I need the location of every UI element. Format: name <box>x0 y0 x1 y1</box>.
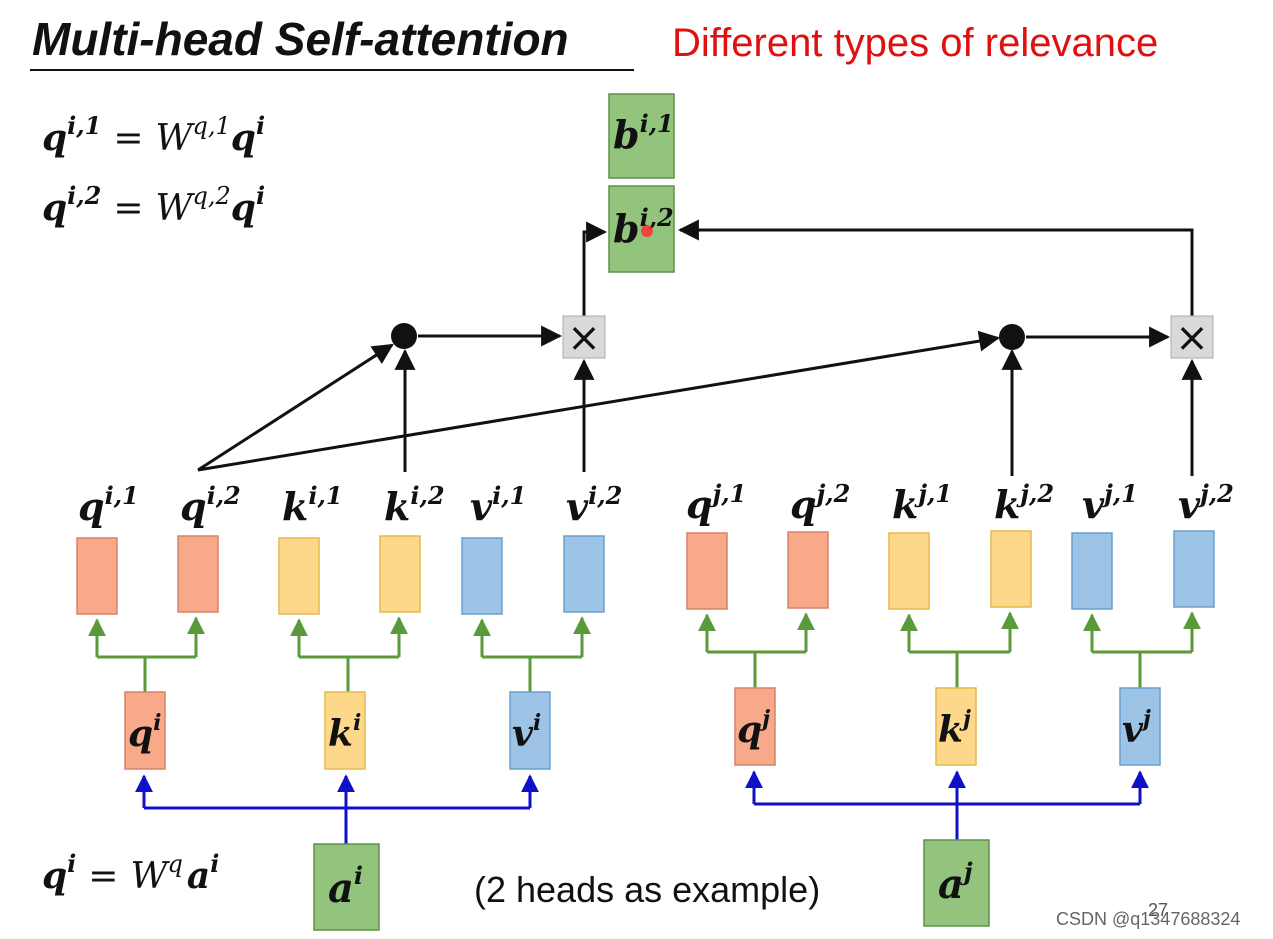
equation-q-i1: qi,1=Wq,1qi <box>42 111 265 159</box>
multiply-node-2-box <box>1170 315 1214 359</box>
input-a-i-box <box>313 843 380 931</box>
projection-arrows <box>135 770 1149 844</box>
input-a-j-label: aj <box>938 857 973 908</box>
head-vector-labels: qi,1 qi,2 ki,1 ki,2 vi,1 vi,2 qj,1 qj,2 … <box>78 479 1234 529</box>
multiply-node-1-symbol: × <box>567 315 601 361</box>
label-k-i2: ki,2 <box>384 481 445 529</box>
box-v-j <box>1119 687 1161 766</box>
multiply-node-1-box <box>562 315 606 359</box>
dot-product-node-1 <box>391 323 417 349</box>
output-b-i1-label: bi,1 <box>613 109 674 157</box>
box-q-i2 <box>177 535 219 613</box>
head-vector-boxes <box>76 530 1215 615</box>
box-k-j1 <box>888 532 930 610</box>
label-k-i1: ki,1 <box>282 481 343 529</box>
slide-subtitle: Different types of relevance <box>672 21 1158 65</box>
label-k-j: kj <box>938 706 971 751</box>
box-k-i <box>324 691 366 770</box>
arrow-qi2-to-dot2 <box>197 330 1001 472</box>
attention-arrows <box>197 219 1203 476</box>
label-v-i2: vi,2 <box>566 481 622 529</box>
box-q-i <box>124 691 166 770</box>
box-v-i1 <box>461 537 503 615</box>
box-v-i <box>509 691 551 770</box>
box-k-j <box>935 687 977 766</box>
equation-q-i2: qi,2=Wq,2qi <box>42 181 265 229</box>
box-v-j2 <box>1173 530 1215 608</box>
caption-two-heads: (2 heads as example) <box>474 869 820 910</box>
output-b-i1-box <box>608 93 675 179</box>
box-v-j1 <box>1071 532 1113 610</box>
input-a-i-label: ai <box>328 861 363 912</box>
label-v-j2: vj,2 <box>1178 479 1234 527</box>
box-k-i1 <box>278 537 320 615</box>
label-q-j: qj <box>737 706 770 751</box>
label-q-i2: qi,2 <box>180 481 241 529</box>
dot-product-node-2 <box>999 324 1025 350</box>
arrow-mult1-to-bi2 <box>582 221 608 316</box>
label-q-i1: qi,1 <box>78 481 139 529</box>
box-k-j2 <box>990 530 1032 608</box>
label-q-j2: qj,2 <box>790 479 850 527</box>
box-k-i2 <box>379 535 421 613</box>
multiply-node-2-symbol: × <box>1175 315 1209 361</box>
box-v-i2 <box>563 535 605 613</box>
label-k-i: ki <box>328 710 361 755</box>
label-v-j: vj <box>1122 706 1151 751</box>
box-q-j1 <box>686 532 728 610</box>
label-k-j2: kj,2 <box>994 479 1054 527</box>
label-v-j1: vj,1 <box>1082 479 1138 527</box>
label-v-i: vi <box>512 710 541 755</box>
box-q-j2 <box>787 531 829 609</box>
label-q-j1: qj,1 <box>686 479 746 527</box>
label-k-j1: kj,1 <box>892 479 952 527</box>
watermark: CSDN @q1347688324 <box>1056 909 1240 929</box>
output-b-i2-label: bi,2 <box>613 203 674 251</box>
arrow-qi2-to-dot1 <box>197 343 394 472</box>
input-a-j-box <box>923 839 990 927</box>
label-v-i1: vi,1 <box>470 481 526 529</box>
cursor-pointer-dot <box>641 225 653 237</box>
arrow-mult2-to-bi2 <box>677 219 1194 316</box>
label-q-i: qi <box>128 710 162 755</box>
slide-title: Multi-head Self-attention <box>32 13 569 65</box>
page-number: 27 <box>1148 900 1168 920</box>
box-q-i1 <box>76 537 118 615</box>
head-split-arrows <box>88 611 1201 692</box>
box-q-j <box>734 687 776 766</box>
